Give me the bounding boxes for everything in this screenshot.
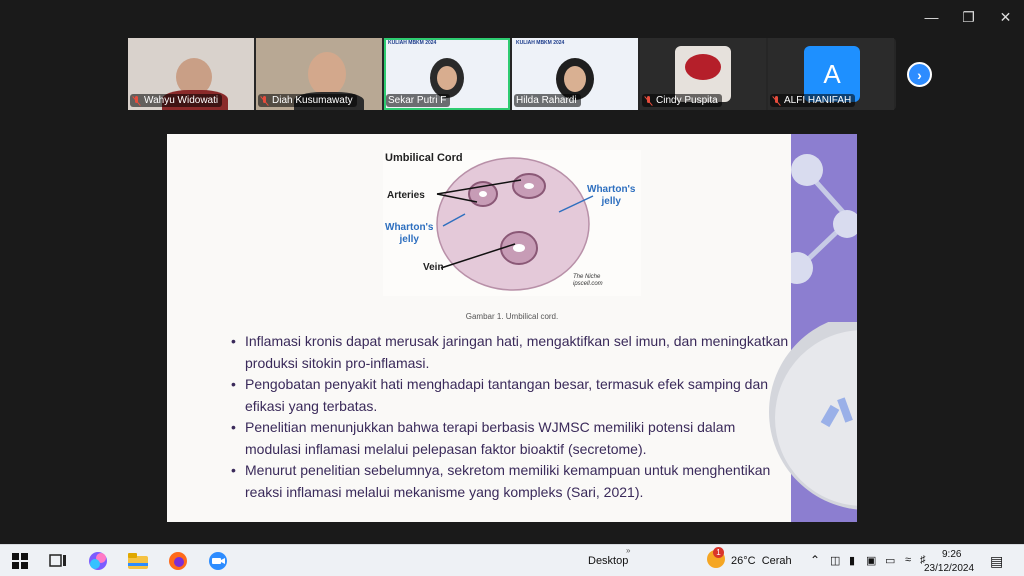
desktop-label[interactable]: Desktop [588, 555, 629, 567]
list-item: Penelitian menunjukkan bahwa terapi berb… [229, 417, 789, 460]
participant-name-label: Sekar Putri F [386, 94, 451, 107]
chevron-right-icon[interactable]: » [626, 546, 631, 555]
participant-tile[interactable]: Cindy Puspita [640, 38, 766, 110]
restore-icon[interactable]: ❐ [962, 8, 975, 25]
notifications-icon[interactable]: ▤ [990, 553, 1004, 569]
figure-label-whartons-right: Wharton's jelly [587, 184, 636, 207]
figure-caption: Gambar 1. Umbilical cord. [465, 312, 559, 321]
firefox-icon[interactable] [168, 551, 188, 571]
microphone-icon[interactable]: ▮ [849, 555, 856, 567]
figure-title: Umbilical Cord [385, 152, 463, 164]
participant-video [308, 52, 346, 96]
molecule-graphic [791, 154, 857, 284]
minimize-icon[interactable]: — [924, 9, 939, 25]
volume-icon[interactable]: ♯ [920, 554, 926, 566]
task-view-icon[interactable] [48, 551, 68, 571]
clock-time[interactable]: 9:26 [942, 549, 962, 560]
chevron-right-icon: › [917, 66, 922, 83]
participant-name-label: Wahyu Widowati [130, 94, 223, 107]
zoom-icon[interactable] [208, 551, 228, 571]
battery-icon[interactable]: ▭ [885, 555, 896, 567]
umbilical-cord-figure: Umbilical Cord Arteries Wharton's jelly … [383, 150, 641, 296]
participant-gallery: Wahyu Widowati Diah Kusumawaty KULIAH MB… [128, 38, 896, 110]
participant-avatar [675, 46, 731, 102]
wifi-icon[interactable]: ≈ [905, 554, 912, 566]
display-icon[interactable]: ◫ [830, 555, 841, 567]
copilot-icon[interactable] [88, 551, 108, 571]
participant-tile-active[interactable]: KULIAH MBKM 2024 Sekar Putri F [384, 38, 510, 110]
slide-bullet-list: Inflamasi kronis dapat merusak jaringan … [229, 331, 789, 503]
mic-muted-icon [132, 95, 141, 106]
participant-tile[interactable]: Wahyu Widowati [128, 38, 254, 110]
figure-label-whartons-left: Wharton's jelly [385, 222, 434, 245]
mic-muted-icon [260, 95, 269, 106]
clock-date[interactable]: 23/12/2024 [924, 563, 975, 574]
list-item: Pengobatan penyakit hati menghadapi tant… [229, 374, 789, 417]
roses-image [685, 54, 721, 80]
participant-tile[interactable]: A ALFI HANIFAH [768, 38, 894, 110]
file-explorer-icon[interactable] [128, 551, 148, 571]
close-icon[interactable]: ✕ [999, 8, 1012, 25]
figure-label-arteries: Arteries [387, 190, 425, 201]
taskbar: Desktop » 1 26°C Cerah ⌃ ◫ ▮ ▣ ▭ ≈ ♯ 9:2… [0, 544, 1024, 576]
window-controls: — ❐ ✕ [913, 0, 1024, 34]
figure-label-vein: Vein [423, 262, 444, 273]
participant-name-label: Diah Kusumawaty [258, 94, 357, 107]
next-page-button[interactable]: › [907, 62, 932, 87]
camera-icon[interactable]: ▣ [866, 555, 877, 567]
chevron-up-icon[interactable]: ⌃ [810, 553, 821, 567]
mic-muted-icon [772, 95, 781, 106]
participant-name-label: Cindy Puspita [642, 94, 722, 107]
participant-name-label: Hilda Rahardi [514, 94, 581, 107]
participant-avatar: A [804, 46, 860, 102]
windows-start-icon[interactable] [10, 551, 30, 571]
notification-badge: 1 [713, 547, 724, 558]
participant-tile[interactable]: KULIAH MBKM 2024 Hilda Rahardi [512, 38, 638, 110]
mic-muted-icon [644, 95, 653, 106]
participant-tile[interactable]: Diah Kusumawaty [256, 38, 382, 110]
participant-name-label: ALFI HANIFAH [770, 94, 856, 107]
shared-screen: Umbilical Cord Arteries Wharton's jelly … [167, 134, 857, 522]
participant-video [176, 58, 212, 96]
list-item: Inflamasi kronis dapat merusak jaringan … [229, 331, 789, 374]
figure-credit: The Niche ipscell.com [573, 274, 603, 287]
droplet-graphic [769, 322, 857, 510]
list-item: Menurut penelitian sebelumnya, sekretom … [229, 460, 789, 503]
weather-label[interactable]: 26°C Cerah [731, 555, 792, 567]
